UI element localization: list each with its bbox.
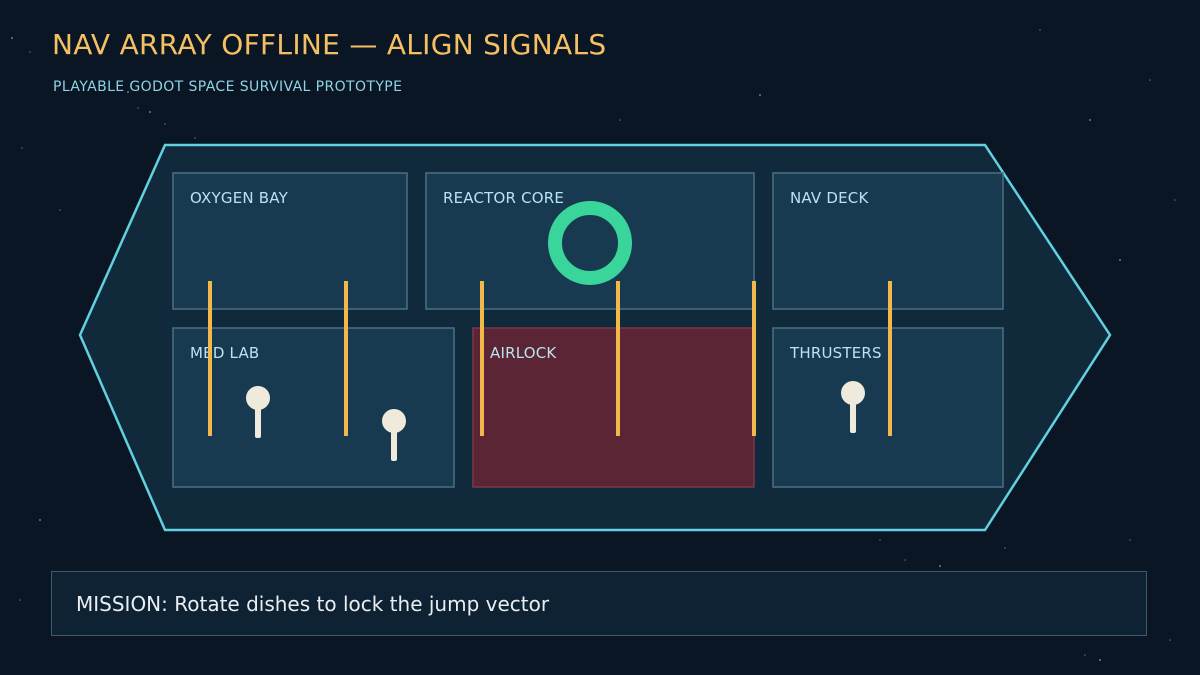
star [59,209,61,211]
star [21,147,23,149]
star [1149,79,1151,81]
signal-beam [752,281,756,436]
signal-dish-head [382,409,406,433]
signal-beam [208,281,212,436]
room-med-lab-label: MED LAB [190,344,259,362]
star [1088,118,1092,122]
room-airlock-panel [472,327,755,488]
star [1084,654,1086,656]
star [1174,199,1176,201]
signal-dish[interactable] [841,381,865,433]
room-reactor-core[interactable]: REACTOR CORE [425,172,755,310]
star [1129,539,1131,541]
signal-beams [208,281,892,436]
player-ring[interactable] [548,201,632,285]
star [1098,658,1102,662]
star [126,90,130,94]
mission-title: NAV ARRAY OFFLINE — ALIGN SIGNALS [52,28,607,61]
star [194,137,196,139]
star [1169,639,1171,641]
star [1004,547,1006,549]
room-airlock-label: AIRLOCK [490,344,557,362]
signal-beam [480,281,484,436]
star [29,51,31,53]
room-med-lab[interactable]: MED LAB [172,327,455,488]
room-med-lab-panel [172,327,455,488]
room-reactor-core-label: REACTOR CORE [443,189,564,207]
signal-dish[interactable] [382,409,406,461]
room-oxygen-bay-label: OXYGEN BAY [190,189,289,207]
mission-text: MISSION: Rotate dishes to lock the jump … [76,592,550,616]
star [879,539,881,541]
star [758,93,762,97]
star [137,107,139,109]
star [904,559,906,561]
room-thrusters-label: THRUSTERS [789,344,882,362]
signal-beam [344,281,348,436]
mission-panel: MISSION: Rotate dishes to lock the jump … [51,571,1147,636]
star [1039,29,1041,31]
room-airlock[interactable]: AIRLOCK [472,327,755,488]
star [938,564,942,568]
signal-dish-head [246,386,270,410]
signal-dish[interactable] [246,386,270,438]
signal-dish-head [841,381,865,405]
star [619,119,621,121]
signal-beam [616,281,620,436]
signal-beam [888,281,892,436]
game-subtitle: PLAYABLE GODOT SPACE SURVIVAL PROTOTYPE [53,79,403,95]
star [10,36,14,40]
star [38,518,42,522]
star [1118,258,1122,262]
star [148,110,152,114]
star [19,599,21,601]
room-nav-deck-label: NAV DECK [790,189,869,207]
star [164,123,166,125]
